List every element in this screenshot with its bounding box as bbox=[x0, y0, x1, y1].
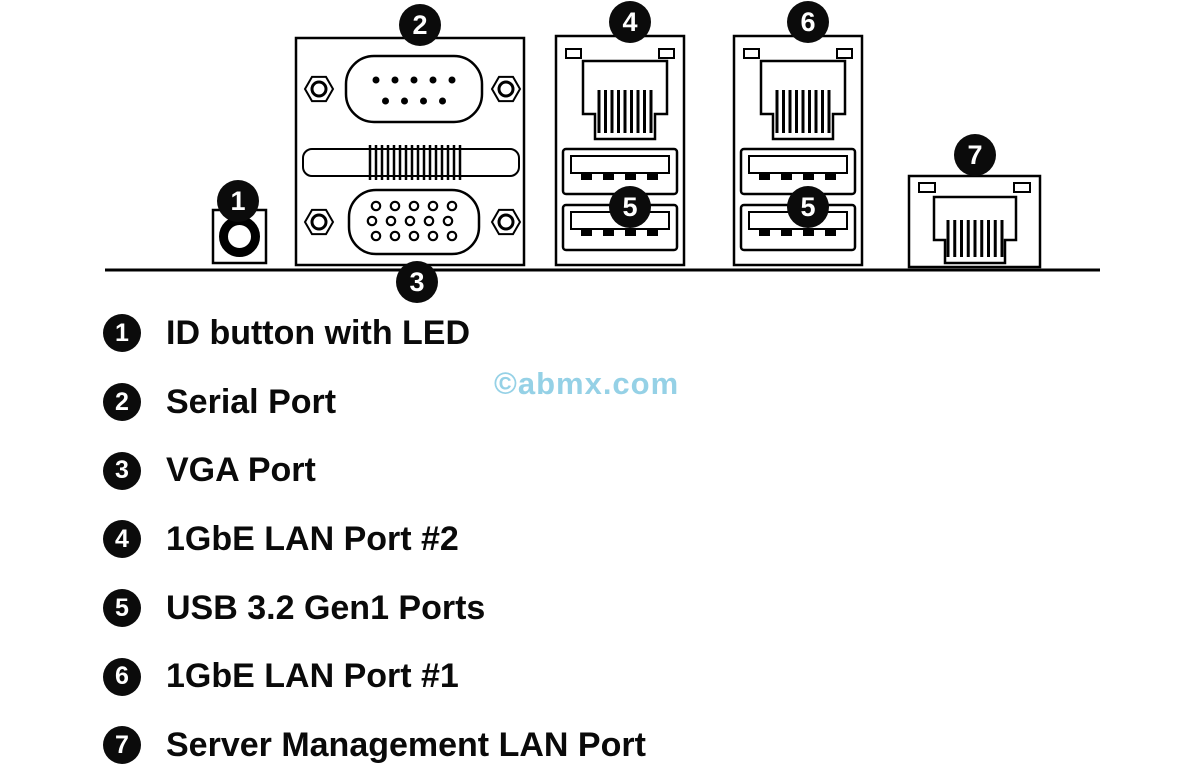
lan1-usb-block bbox=[732, 34, 864, 267]
legend-number-badge: 1 bbox=[103, 314, 141, 353]
legend-label: 1GbE LAN Port #1 bbox=[166, 657, 459, 696]
callout-1: 1 bbox=[217, 180, 259, 222]
legend-item-usb-ports: 5 USB 3.2 Gen1 Ports bbox=[103, 574, 646, 643]
legend-label: VGA Port bbox=[166, 451, 316, 490]
vga-port-drawing bbox=[303, 188, 522, 256]
callout-7: 7 bbox=[954, 134, 996, 176]
callout-2: 2 bbox=[399, 4, 441, 46]
legend-number-badge: 7 bbox=[103, 726, 141, 765]
callout-4: 4 bbox=[609, 1, 651, 43]
legend-number-badge: 2 bbox=[103, 383, 141, 422]
legend-number-badge: 6 bbox=[103, 657, 141, 696]
legend-item-id-button: 1 ID button with LED bbox=[103, 299, 646, 368]
callout-6: 6 bbox=[787, 1, 829, 43]
legend-item-vga-port: 3 VGA Port bbox=[103, 436, 646, 505]
legend-label: Server Management LAN Port bbox=[166, 725, 646, 764]
legend-label: 1GbE LAN Port #2 bbox=[166, 519, 459, 558]
serial-port-drawing bbox=[303, 54, 522, 124]
lan-port-2-drawing bbox=[565, 48, 675, 141]
serial-vga-panel bbox=[294, 36, 526, 267]
legend-item-serial-port: 2 Serial Port bbox=[103, 368, 646, 437]
legend-item-mgmt-lan-port: 7 Server Management LAN Port bbox=[103, 711, 646, 771]
legend-label: USB 3.2 Gen1 Ports bbox=[166, 588, 486, 627]
legend-number-badge: 5 bbox=[103, 589, 141, 628]
callout-3: 3 bbox=[396, 261, 438, 303]
legend-item-lan-port-2: 4 1GbE LAN Port #2 bbox=[103, 505, 646, 574]
ports-line-art bbox=[105, 34, 1100, 272]
grille-drawing bbox=[302, 145, 520, 180]
legend-label: ID button with LED bbox=[166, 313, 471, 352]
mgmt-lan-port-drawing bbox=[907, 174, 1042, 269]
legend-number-badge: 4 bbox=[103, 520, 141, 559]
lan2-usb-block bbox=[554, 34, 686, 267]
legend-label: Serial Port bbox=[166, 382, 337, 421]
lan-port-1-drawing bbox=[743, 48, 853, 141]
legend: 1 ID button with LED 2 Serial Port 3 VGA… bbox=[103, 299, 646, 771]
watermark: ©abmx.com bbox=[494, 366, 680, 401]
legend-item-lan-port-1: 6 1GbE LAN Port #1 bbox=[103, 642, 646, 711]
callout-5a: 5 bbox=[609, 186, 651, 228]
rear-panel-drawing: 1 2 3 4 5 6 5 7 bbox=[0, 0, 1200, 303]
legend-number-badge: 3 bbox=[103, 451, 141, 490]
callout-5b: 5 bbox=[787, 186, 829, 228]
